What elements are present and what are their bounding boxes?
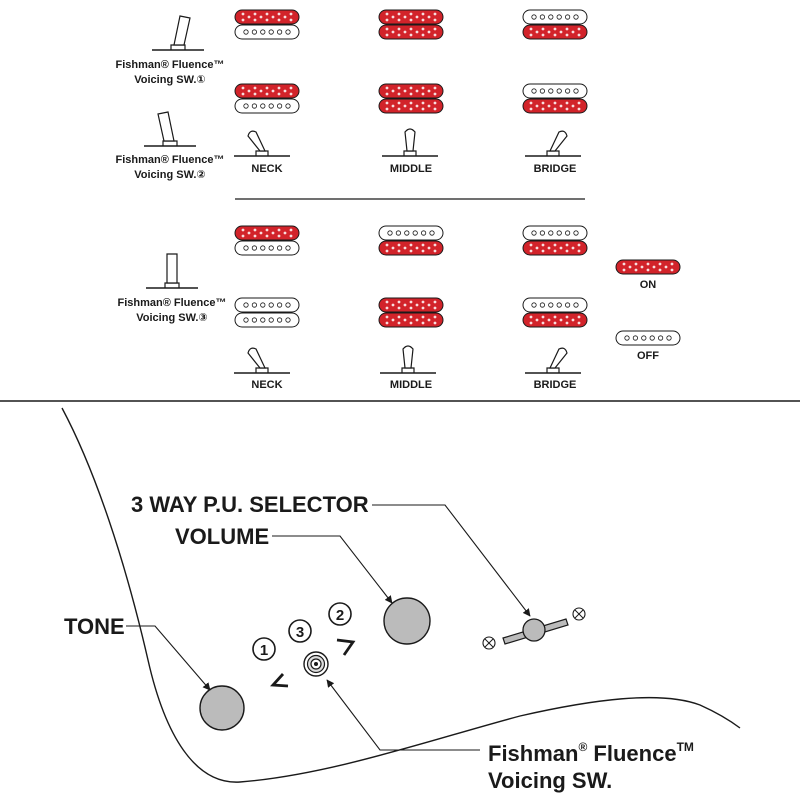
position-row-a: NECK MIDDLE BRIDGE — [233, 128, 582, 175]
selector-knob[interactable] — [522, 618, 546, 642]
legend: ON OFF — [615, 259, 681, 362]
coil-off — [234, 240, 300, 256]
coil-on — [234, 9, 300, 25]
position-label-neck: NECK — [251, 379, 282, 391]
voicing-switch-3-icon — [145, 253, 199, 289]
voicing-switch-3: Fishman® Fluence™ Voicing SW.③ — [118, 253, 227, 324]
selector-bridge-icon — [524, 130, 582, 157]
coil-on — [522, 24, 588, 40]
coil-on — [234, 83, 300, 99]
coil-off — [234, 24, 300, 40]
humbucker-middle-row-2 — [378, 83, 444, 114]
voicing-switch-3-label-line1: Fishman® Fluence™ — [118, 297, 227, 309]
legend-off-swatch — [615, 330, 681, 346]
coil-on — [378, 9, 444, 25]
volume-callout: VOLUME — [175, 524, 269, 549]
coil-off — [234, 297, 300, 313]
coil-on — [378, 240, 444, 256]
coil-off — [378, 225, 444, 241]
coil-on — [522, 98, 588, 114]
voicing-switch-2-label-line2: Voicing SW.② — [134, 169, 205, 181]
position-label-middle: MIDDLE — [390, 379, 432, 391]
voicing-switch-2-label-line1: Fishman® Fluence™ — [116, 154, 225, 166]
humbucker-bridge-row-1 — [522, 9, 588, 40]
voicing-switch-3-label-line2: Voicing SW.③ — [136, 312, 207, 324]
coil-on — [522, 312, 588, 328]
voicing-switch-2-icon — [143, 111, 197, 147]
chevron-left-icon — [270, 673, 289, 688]
volume-knob[interactable] — [383, 597, 431, 645]
humbucker-bridge-row-2 — [522, 83, 588, 114]
position-label-neck: NECK — [251, 163, 282, 175]
humbucker-neck-row-2 — [234, 83, 300, 114]
position-marker-3: 3 — [296, 624, 304, 641]
humbucker-middle-row-1 — [378, 9, 444, 40]
selector-bridge-icon — [524, 347, 582, 374]
tone-knob[interactable] — [199, 685, 245, 731]
coil-on — [234, 225, 300, 241]
tone-callout: TONE — [64, 614, 125, 639]
position-label-bridge: BRIDGE — [534, 379, 577, 391]
selector-middle-icon — [381, 128, 439, 157]
chevron-right-icon — [336, 638, 356, 656]
control-layout: 1 3 2 3 WAY P.U. SELECTOR VOLUME TONE Fi… — [61, 407, 741, 793]
voicing-switch-1-icon — [151, 15, 205, 51]
humbucker-bridge-row-4 — [522, 297, 588, 328]
guitar-body-outline — [61, 407, 741, 783]
humbucker-neck-row-3 — [234, 225, 300, 256]
voicing-switch[interactable] — [303, 651, 329, 677]
position-row-b: NECK MIDDLE BRIDGE — [233, 345, 582, 391]
coil-off — [522, 9, 588, 25]
voicing-callout-line2: Voicing SW. — [488, 768, 612, 793]
position-label-bridge: BRIDGE — [534, 163, 577, 175]
humbucker-middle-row-4 — [378, 297, 444, 328]
switch-position-markers: 1 3 2 — [252, 602, 356, 688]
humbucker-middle-row-3 — [378, 225, 444, 256]
coil-on — [522, 240, 588, 256]
voicing-callout-line1: Fishman® FluenceTM — [488, 740, 694, 766]
coil-on — [378, 297, 444, 313]
coil-on — [378, 83, 444, 99]
humbucker-bridge-row-3 — [522, 225, 588, 256]
position-marker-1: 1 — [260, 642, 268, 659]
voicing-switch-table: Fishman® Fluence™ Voicing SW.① Fishman® … — [116, 9, 681, 391]
voicing-switch-1-label-line2: Voicing SW.① — [134, 74, 205, 86]
coil-off — [522, 83, 588, 99]
pickup-selector[interactable] — [482, 607, 586, 650]
coil-off — [522, 225, 588, 241]
humbucker-neck-row-4 — [234, 297, 300, 328]
leader-lines — [126, 504, 531, 751]
position-marker-2: 2 — [336, 607, 344, 624]
selector-middle-icon — [379, 345, 437, 374]
legend-on-label: ON — [640, 279, 657, 291]
humbucker-neck-row-1 — [234, 9, 300, 40]
voicing-switch-1-label-line1: Fishman® Fluence™ — [116, 59, 225, 71]
coil-off — [234, 312, 300, 328]
legend-on-swatch — [615, 259, 681, 275]
voicing-switch-1: Fishman® Fluence™ Voicing SW.① — [116, 15, 225, 86]
coil-on — [378, 98, 444, 114]
voicing-switch-2: Fishman® Fluence™ Voicing SW.② — [116, 111, 225, 181]
selector-callout: 3 WAY P.U. SELECTOR — [131, 492, 369, 517]
coil-off — [522, 297, 588, 313]
legend-off-label: OFF — [637, 350, 659, 362]
selector-neck-icon — [233, 347, 291, 374]
coil-on — [378, 24, 444, 40]
coil-off — [234, 98, 300, 114]
coil-on — [378, 312, 444, 328]
selector-neck-icon — [233, 130, 291, 157]
position-label-middle: MIDDLE — [390, 163, 432, 175]
